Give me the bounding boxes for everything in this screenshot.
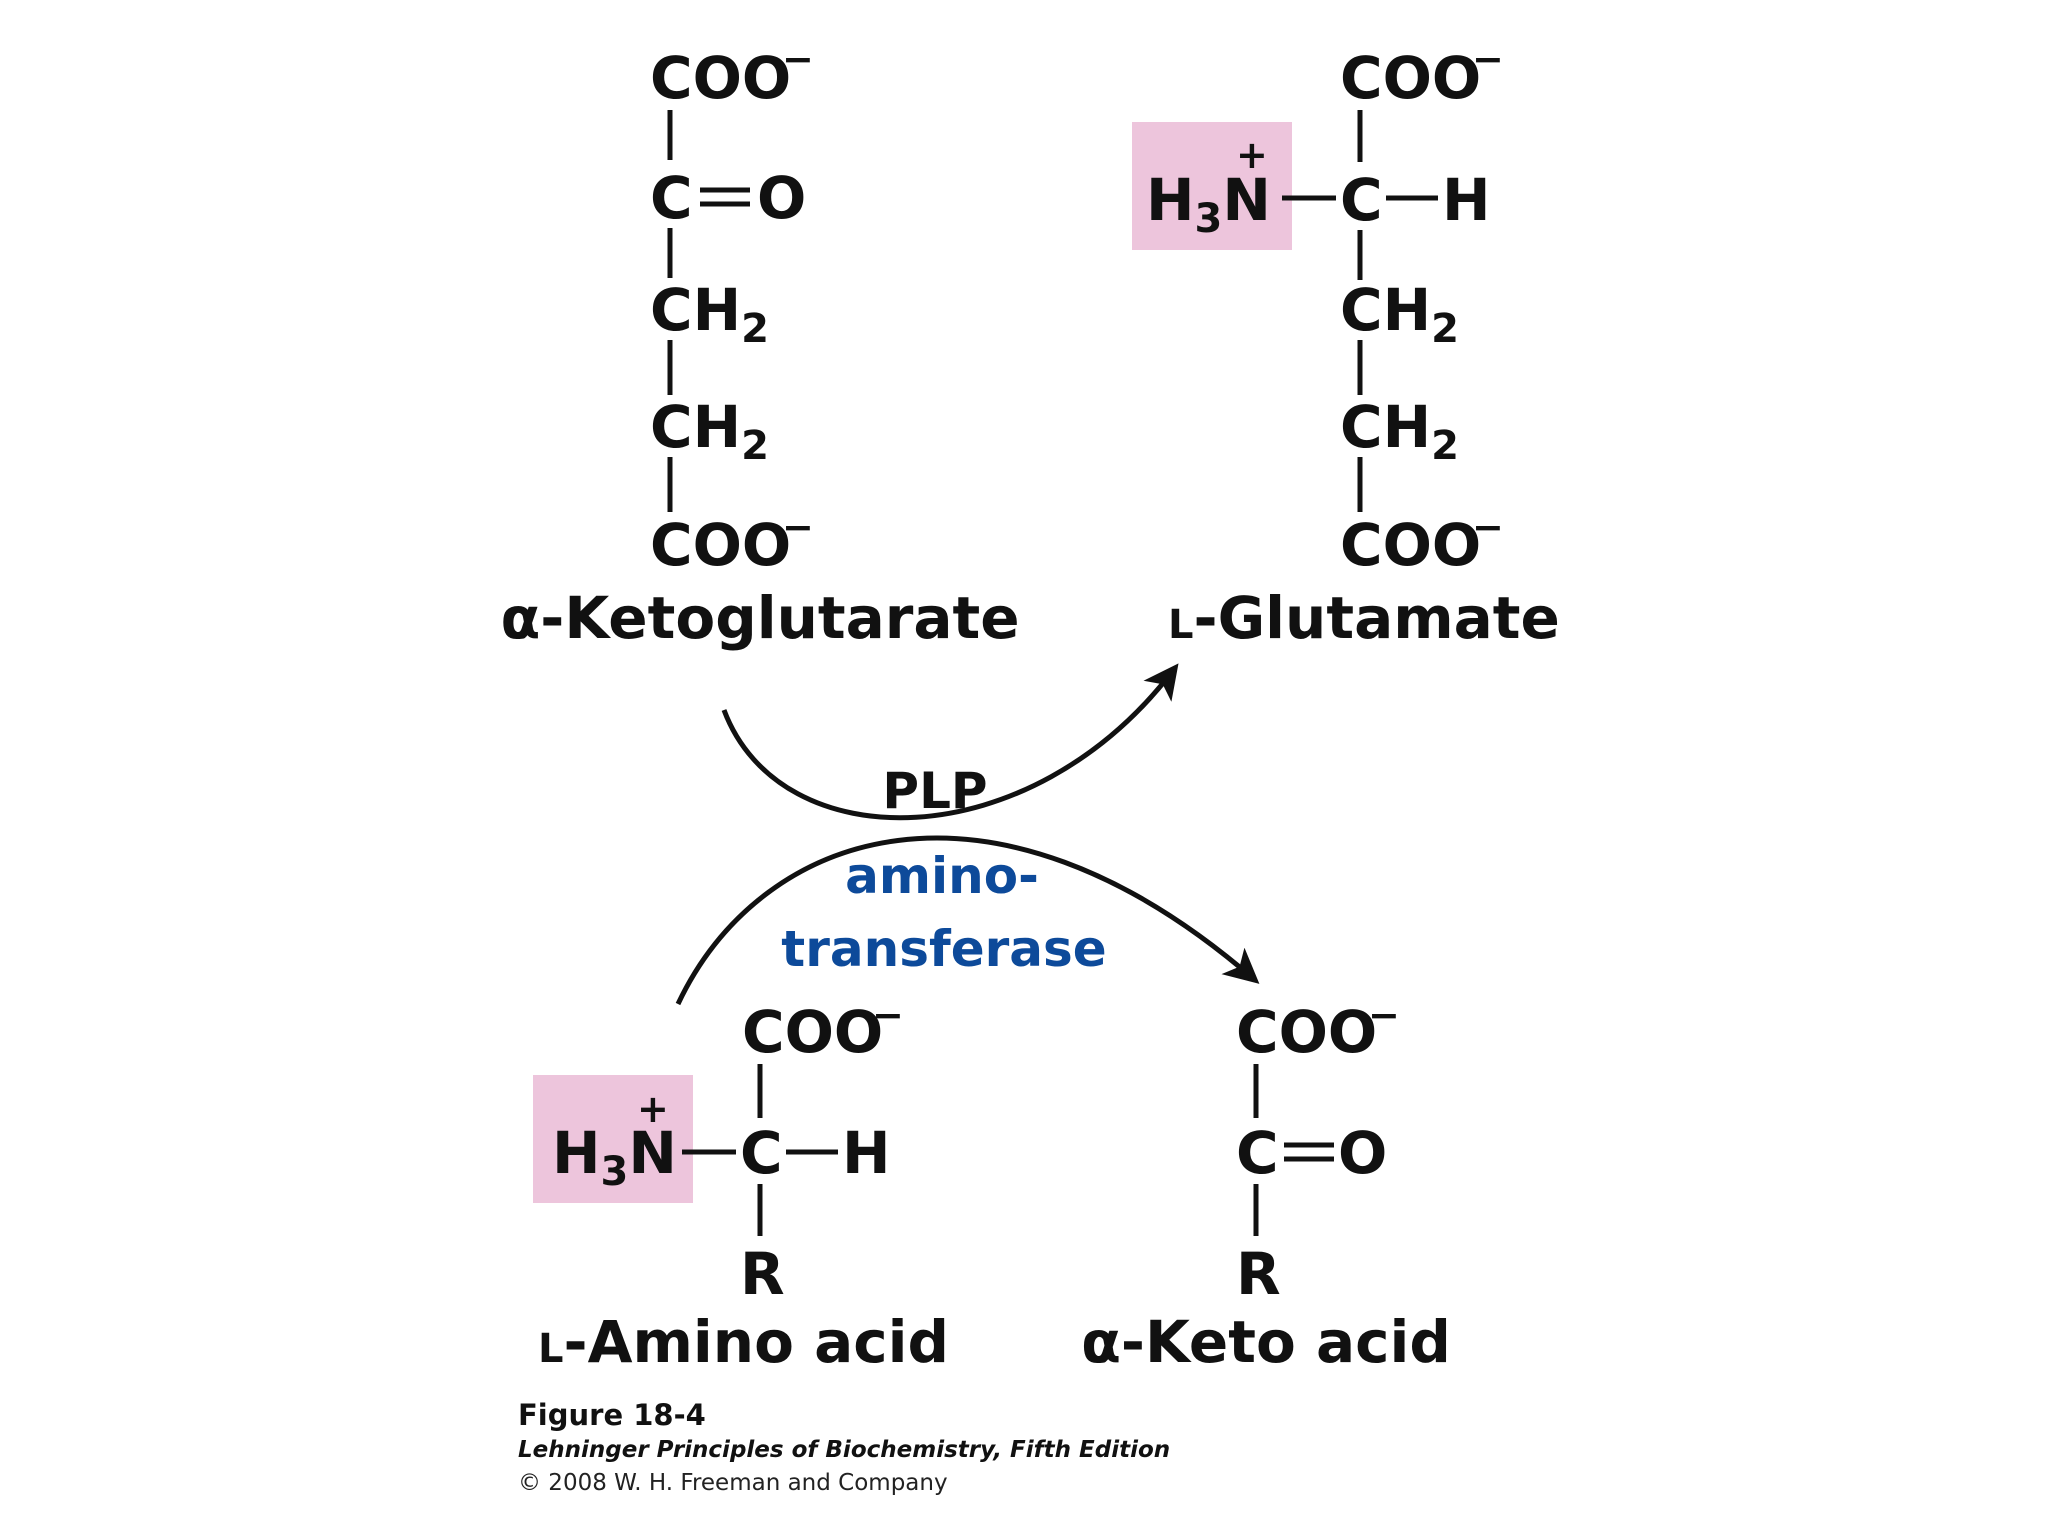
- glutamate-bottom-charge: −: [1472, 505, 1504, 549]
- glutamate-ch2-b: CH2: [1340, 393, 1459, 469]
- amino-acid-amine-charge: +: [637, 1087, 669, 1131]
- caption-book: Lehninger Principles of Biochemistry, Fi…: [518, 1437, 1170, 1463]
- arrow-to-glutamate: [721, 663, 1179, 821]
- keto-acid-carbonyl-oxygen: O: [1338, 1119, 1387, 1187]
- keto-acid-r-group: R: [1236, 1240, 1281, 1308]
- ketoglutarate-bottom-carboxylate: COO: [650, 511, 791, 579]
- amino-acid-amino-highlight: [533, 1075, 693, 1203]
- glutamate-top-carboxylate: COO: [1340, 44, 1481, 112]
- amino-acid-alpha-carbon: C: [740, 1119, 783, 1187]
- ketoglutarate-ch2-b: CH2: [650, 393, 769, 469]
- ketoglutarate-name: α-Ketoglutarate: [500, 584, 1019, 652]
- glutamate-ch2-a: CH2: [1340, 276, 1459, 352]
- keto-acid-carbonyl-carbon: C: [1236, 1119, 1279, 1187]
- keto-acid-carboxylate: COO: [1236, 998, 1377, 1066]
- enzyme-label-line1: amino-: [845, 847, 1039, 905]
- ketoglutarate-carbonyl-carbon: C: [650, 164, 693, 232]
- glutamate-alpha-hydrogen: H: [1442, 166, 1491, 234]
- amino-acid-alpha-hydrogen: H: [842, 1119, 891, 1187]
- ketoglutarate-top-charge: −: [782, 37, 814, 81]
- glutamate-top-charge: −: [1472, 37, 1504, 81]
- amino-acid-carboxylate: COO: [742, 998, 883, 1066]
- amino-acid-amino-group: H3N: [552, 1119, 677, 1195]
- keto-acid-molecule: COO − C O R α-Keto acid: [1081, 993, 1451, 1376]
- glutamate-molecule: COO − + H3N C H CH2 CH2 COO − L-Glutamat…: [1132, 37, 1560, 652]
- glutamate-alpha-carbon: C: [1340, 166, 1383, 234]
- amino-acid-charge: −: [872, 993, 904, 1037]
- glutamate-amine-charge: +: [1236, 133, 1268, 177]
- cofactor-label: PLP: [882, 762, 987, 820]
- ketoglutarate-carbonyl-oxygen: O: [757, 164, 806, 232]
- figure-caption: Figure 18-4 Lehninger Principles of Bioc…: [518, 1398, 1170, 1496]
- amino-acid-molecule: COO − + H3N C H R L-Amino acid: [533, 993, 949, 1376]
- glutamate-bottom-carboxylate: COO: [1340, 511, 1481, 579]
- caption-copyright: © 2008 W. H. Freeman and Company: [518, 1470, 948, 1496]
- keto-acid-charge: −: [1368, 993, 1400, 1037]
- caption-title: Figure 18-4: [518, 1398, 706, 1432]
- keto-acid-name: α-Keto acid: [1081, 1308, 1451, 1376]
- reaction-arrows: [675, 663, 1260, 1006]
- ketoglutarate-bottom-charge: −: [782, 505, 814, 549]
- glutamate-amino-group: H3N: [1146, 166, 1271, 242]
- ketoglutarate-molecule: COO − C O CH2 CH2 COO − α-Ketoglutarate: [500, 37, 1019, 652]
- amino-acid-name: L-Amino acid: [538, 1308, 949, 1376]
- ketoglutarate-ch2-a: CH2: [650, 276, 769, 352]
- amino-acid-r-group: R: [740, 1240, 785, 1308]
- ketoglutarate-top-carboxylate: COO: [650, 44, 791, 112]
- glutamate-amino-highlight: [1132, 122, 1292, 250]
- arrow-to-keto-acid: [675, 835, 1260, 1006]
- glutamate-name: L-Glutamate: [1168, 584, 1560, 652]
- enzyme-label-line2: transferase: [781, 920, 1106, 978]
